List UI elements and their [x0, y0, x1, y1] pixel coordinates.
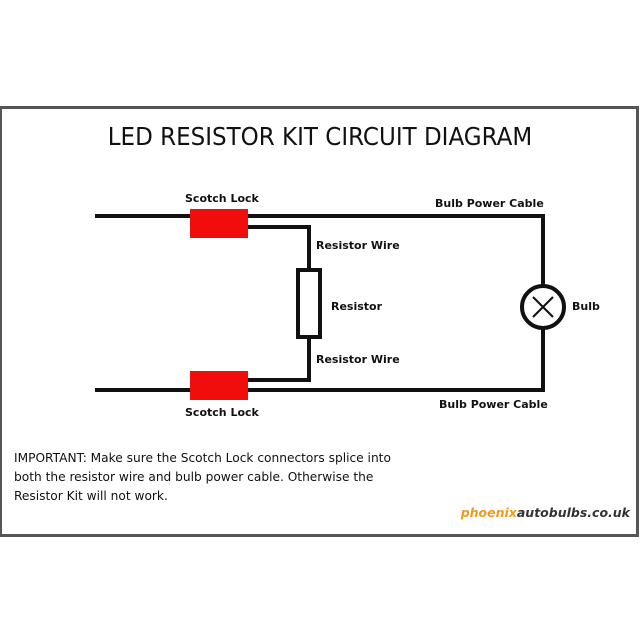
resistor-wire-bottom — [248, 337, 311, 382]
resistor-wire-top-label: Resistor Wire — [316, 239, 400, 252]
brand-logo: phoenixautobulbs.co.uk — [461, 505, 630, 520]
important-note: IMPORTANT: Make sure the Scotch Lock con… — [14, 449, 474, 506]
resistor-wire-bottom-label: Resistor Wire — [316, 353, 400, 366]
resistor-label: Resistor — [331, 300, 383, 313]
scotch-lock-bottom — [190, 371, 248, 400]
brand-part-2: autobulbs.co.uk — [516, 505, 630, 520]
resistor-wire-top — [248, 225, 311, 271]
diagram-title: LED RESISTOR KIT CIRCUIT DIAGRAM — [107, 122, 533, 151]
scotch-lock-bottom-label: Scotch Lock — [185, 406, 259, 419]
bulb-label: Bulb — [572, 300, 600, 313]
bulb-power-cable-bottom-label: Bulb Power Cable — [439, 398, 548, 411]
bulb-power-cable-top-label: Bulb Power Cable — [435, 197, 544, 210]
bulb-cross-icon — [520, 284, 566, 330]
note-line: IMPORTANT: Make sure the Scotch Lock con… — [14, 451, 391, 465]
scotch-lock-top-label: Scotch Lock — [185, 192, 259, 205]
note-line: both the resistor wire and bulb power ca… — [14, 470, 374, 484]
note-line: Resistor Kit will not work. — [14, 489, 168, 503]
scotch-lock-top — [190, 209, 248, 238]
resistor-body — [296, 268, 322, 339]
brand-part-1: phoenix — [460, 505, 517, 520]
